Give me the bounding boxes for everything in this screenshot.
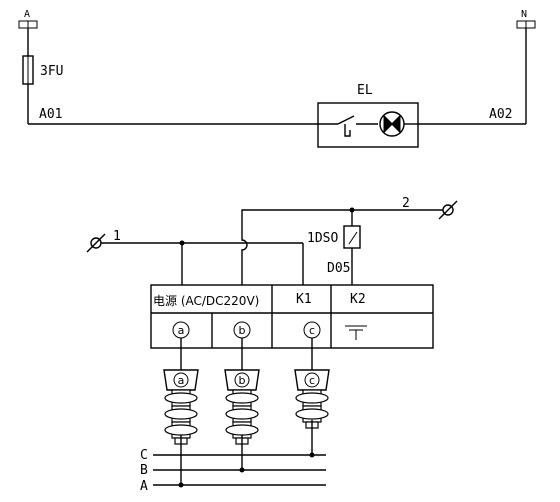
terminal-2-label: 2: [402, 196, 410, 211]
insulator-label: b: [239, 374, 246, 387]
lamp-el-label: EL: [357, 83, 373, 98]
bus-a-label: A: [140, 479, 148, 494]
terminal-c-label: c: [309, 324, 315, 337]
fuse-label: 3FU: [40, 64, 63, 79]
device-1dso-label: 1DSO: [307, 231, 338, 246]
lamp-enclosure: [317, 102, 419, 148]
bottom-circuit: 1 2 1DSO D05 电源 (AC/DC220V) K1 K2 a b: [86, 196, 458, 494]
bus-b-label: B: [140, 463, 148, 478]
phase-a-label: A: [24, 9, 30, 20]
ground-icon: [345, 325, 367, 340]
terminal-1-label: 1: [113, 229, 121, 244]
top-circuit: A 3FU A01 EL A02 N: [18, 9, 536, 148]
bus-c-label: C: [140, 448, 148, 463]
terminal-2-icon: [442, 204, 454, 216]
lamp-switch: [337, 115, 355, 125]
terminal-b-label: b: [239, 324, 246, 337]
insulator-c: c: [294, 369, 330, 429]
insulator-group: a b c: [163, 369, 330, 445]
node-a01-label: A01: [39, 107, 62, 122]
wire-terminal-2: [241, 209, 443, 285]
terminal-block: [150, 284, 434, 349]
node-d05-label: D05: [327, 261, 350, 276]
insulator-b: b: [224, 369, 260, 445]
box-header-k1: K1: [296, 292, 312, 307]
terminal-a-label: a: [178, 324, 185, 337]
neutral-n-label: N: [521, 9, 527, 20]
box-header-power: 电源 (AC/DC220V): [153, 294, 259, 308]
insulator-label: a: [178, 374, 185, 387]
node-a02-label: A02: [489, 107, 512, 122]
insulator-label: c: [309, 374, 315, 387]
device-1dso: [343, 225, 361, 249]
box-header-k2: K2: [350, 292, 366, 307]
insulator-a: a: [163, 369, 199, 445]
lamp-icon: [379, 111, 405, 137]
